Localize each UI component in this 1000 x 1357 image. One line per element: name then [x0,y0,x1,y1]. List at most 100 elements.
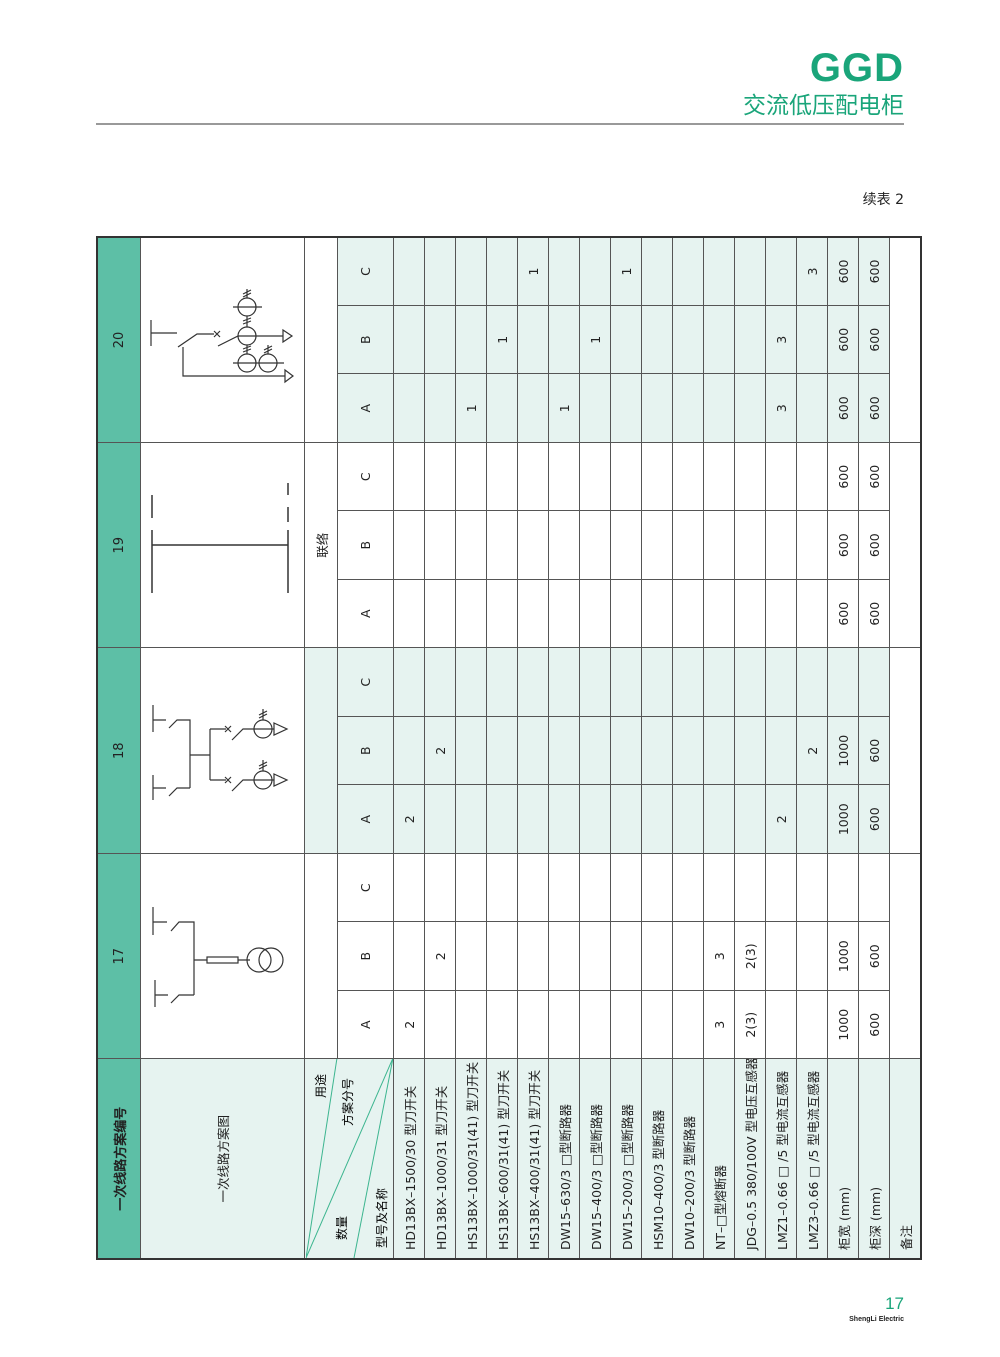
component-label: HS13BX–600/31(41) 型刀开关 [486,1059,518,1259]
remarks-row: 备注 [889,236,921,1259]
quantity-cell [641,236,673,306]
quantity-cell [796,784,828,854]
quantity-cell [579,579,611,648]
quantity-cell [641,716,673,785]
remarks-cell [889,442,921,648]
component-label: LMZ3–0.66 □ /5 型电流互感器 [796,1059,828,1259]
component-label: HS13BX–1000/31(41) 型刀开关 [455,1059,487,1259]
quantity-cell [796,510,828,580]
quantity-cell [672,647,704,717]
quantity-cell [393,442,425,511]
component-label: DW10–200/3 型断路器 [672,1059,704,1259]
scheme-usage [304,853,338,1059]
remarks-cell [889,853,921,1059]
quantity-cell [703,373,735,443]
quantity-cell [734,442,766,511]
quantity-cell: 600 [827,373,859,443]
remarks-label: 备注 [889,1059,921,1259]
quantity-cell [486,990,518,1059]
quantity-cell [734,236,766,306]
quantity-cell: 2 [393,784,425,854]
quantity-cell [579,784,611,854]
quantity-cell [486,647,518,717]
scheme-sub-label: B [337,510,394,580]
component-label: 柜深 (mm) [858,1059,890,1259]
component-label: NT–□型熔断器 [703,1059,735,1259]
quantity-cell [703,853,735,922]
quantity-cell [734,579,766,648]
quantity-cell [672,784,704,854]
component-label: DW15–630/3 □型断路器 [548,1059,580,1259]
quantity-cell: 600 [858,990,890,1059]
scheme-usage [304,236,338,443]
quantity-cell: 2 [424,922,456,991]
quantity-cell [641,510,673,580]
quantity-cell [455,784,487,854]
quantity-cell [424,647,456,717]
quantity-cell [517,510,549,580]
quantity-cell [796,442,828,511]
quantity-cell [610,922,642,991]
quantity-cell [548,784,580,854]
quantity-cell [455,716,487,785]
quantity-cell [703,510,735,580]
quantity-cell [455,442,487,511]
quantity-cell [486,922,518,991]
quantity-cell [672,510,704,580]
quantity-cell [734,716,766,785]
company-name: ShengLi Electric [849,1316,904,1323]
quantity-cell [455,510,487,580]
quantity-cell: 600 [858,716,890,785]
scheme-usage: 联络 [304,442,338,648]
quantity-cell [672,442,704,511]
quantity-cell [641,373,673,443]
quantity-cell [486,579,518,648]
scheme-number: 18 [97,647,141,854]
quantity-cell: 600 [827,579,859,648]
quantity-cell [424,579,456,648]
quantity-cell [393,236,425,306]
quantity-cell [393,373,425,443]
quantity-cell: 3 [765,305,797,374]
quantity-cell [548,236,580,306]
quantity-cell [548,305,580,374]
quantity-cell [641,853,673,922]
quantity-cell [579,990,611,1059]
quantity-cell [424,784,456,854]
quantity-cell [672,236,704,306]
quantity-cell [455,647,487,717]
quantity-cell [517,853,549,922]
quantity-cell [703,784,735,854]
scheme-sub-label: A [337,784,394,854]
component-label: HSM10–400/3 型断路器 [641,1059,673,1259]
quantity-cell [610,305,642,374]
quantity-cell [765,647,797,717]
quantity-cell: 600 [827,510,859,580]
quantity-cell [455,853,487,922]
quantity-cell [765,236,797,306]
quantity-cell: 3 [703,990,735,1059]
quantity-cell [734,373,766,443]
quantity-cell [579,647,611,717]
table-row: DW10–200/3 型断路器 [672,236,704,1259]
quantity-cell [424,990,456,1059]
scheme-table-rotated: 一次线路方案编号 17 18 19 20 一次线路方案图 [96,235,922,1260]
quantity-cell [796,853,828,922]
quantity-cell: 1000 [827,784,859,854]
quantity-cell [641,990,673,1059]
quantity-cell [641,922,673,991]
quantity-cell: 1000 [827,990,859,1059]
quantity-cell [424,442,456,511]
quantity-cell [734,647,766,717]
quantity-cell [610,853,642,922]
quantity-cell [486,784,518,854]
